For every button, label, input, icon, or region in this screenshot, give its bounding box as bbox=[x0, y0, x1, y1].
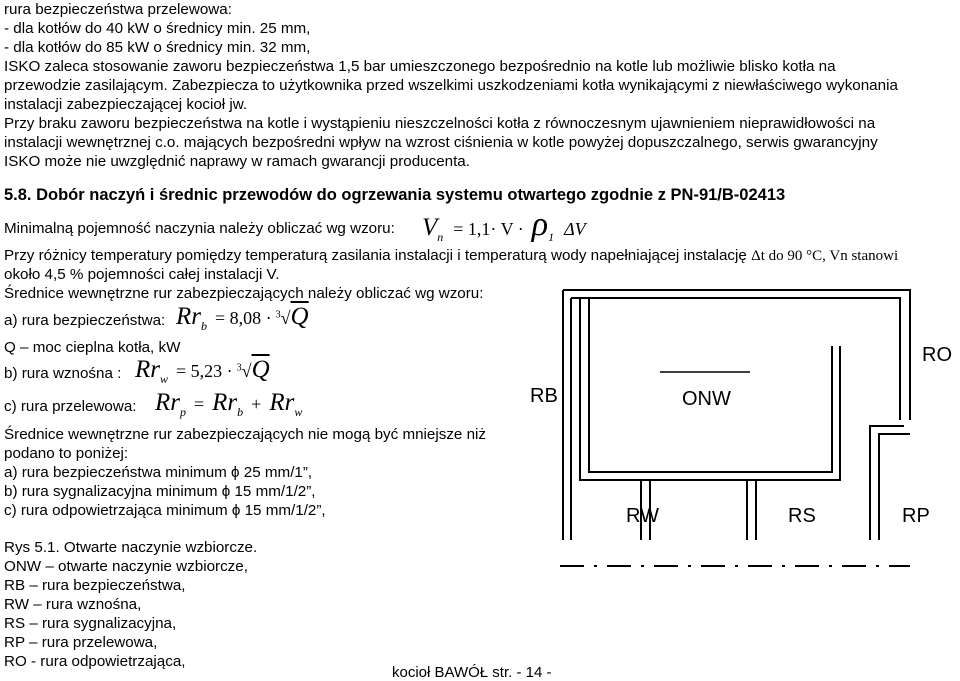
text-line: a) rura bezpieczeństwa minimum ϕ 25 mm/1… bbox=[4, 464, 313, 481]
formula-rr-p: Rrp = Rrb + Rrw bbox=[155, 389, 303, 419]
text-line: - dla kotłów do 85 kW o średnicy min. 32… bbox=[4, 39, 311, 56]
text-line: podano to poniżej: bbox=[4, 445, 129, 462]
text-line: około 4,5 % pojemności całej instalacji … bbox=[4, 266, 280, 283]
label-rw: RW bbox=[626, 505, 659, 527]
legend-item: ONW – otwarte naczynie wzbiorcze, bbox=[4, 558, 248, 575]
text-line: Średnice wewnętrzne rur zabezpieczającyc… bbox=[4, 285, 484, 302]
label-rs: RS bbox=[788, 505, 816, 527]
text-line: Przy braku zaworu bezpieczeństwa na kotl… bbox=[4, 115, 876, 132]
text-line: przewodzie zasilającym. Zabezpiecza to u… bbox=[4, 77, 898, 94]
text-line: Q – moc cieplna kotła, kW bbox=[4, 339, 181, 356]
label-onw: ONW bbox=[682, 388, 731, 410]
legend-item: RB – rura bezpieczeństwa, bbox=[4, 577, 186, 594]
page-footer: kocioł BAWÓŁ str. - 14 - bbox=[392, 664, 552, 681]
text-line: c) rura przelewowa: bbox=[4, 398, 137, 415]
text-line: b) rura sygnalizacyjna minimum ϕ 15 mm/1… bbox=[4, 483, 316, 500]
label-rb: RB bbox=[530, 385, 558, 407]
label-ro: RO bbox=[922, 344, 952, 366]
text-line: Średnice wewnętrzne rur zabezpieczającyc… bbox=[4, 426, 487, 443]
section-heading: 5.8. Dobór naczyń i średnic przewodów do… bbox=[4, 186, 786, 204]
text-line: c) rura odpowietrzająca minimum ϕ 15 mm/… bbox=[4, 502, 326, 519]
formula-vn: Vn = 1,1· V · ρ1 ΔV bbox=[422, 206, 586, 244]
text-line: - dla kotłów do 40 kW o średnicy min. 25… bbox=[4, 20, 311, 37]
legend-item: RO - rura odpowietrzająca, bbox=[4, 653, 186, 670]
formula-rr-b: Rrb = 8,08 · 3√Q bbox=[176, 303, 309, 333]
text-line: rura bezpieczeństwa przelewowa: bbox=[4, 1, 232, 18]
pipe-ro bbox=[563, 289, 911, 420]
text-line: instalacji zabezpieczającej kocioł jw. bbox=[4, 96, 248, 113]
text-line: Przy różnicy temperatury pomiędzy temper… bbox=[4, 247, 899, 264]
vessel-inner-wall bbox=[588, 298, 833, 473]
label-rp: RP bbox=[902, 505, 930, 527]
text-line: Minimalną pojemność naczynia należy obli… bbox=[4, 220, 395, 237]
figure-caption: Rys 5.1. Otwarte naczynie wzbiorcze. bbox=[4, 539, 258, 556]
formula-rr-w: Rrw = 5,23 · 3√Q bbox=[135, 356, 270, 386]
text-line: instalacji wewnętrznej c.o. mających bez… bbox=[4, 134, 878, 151]
text-line: b) rura wznośna : bbox=[4, 365, 122, 382]
legend-item: RP – rura przelewowa, bbox=[4, 634, 158, 651]
text-line: ISKO zaleca stosowanie zaworu bezpieczeń… bbox=[4, 58, 836, 75]
pipe-rp bbox=[869, 425, 904, 540]
text-line: a) rura bezpieczeństwa: bbox=[4, 312, 166, 329]
legend-item: RS – rura sygnalizacyjna, bbox=[4, 615, 177, 632]
legend-item: RW – rura wznośna, bbox=[4, 596, 142, 613]
pipe-ro-inner bbox=[571, 297, 901, 420]
text-line: ISKO może nie uwzględnić naprawy w ramac… bbox=[4, 153, 470, 170]
